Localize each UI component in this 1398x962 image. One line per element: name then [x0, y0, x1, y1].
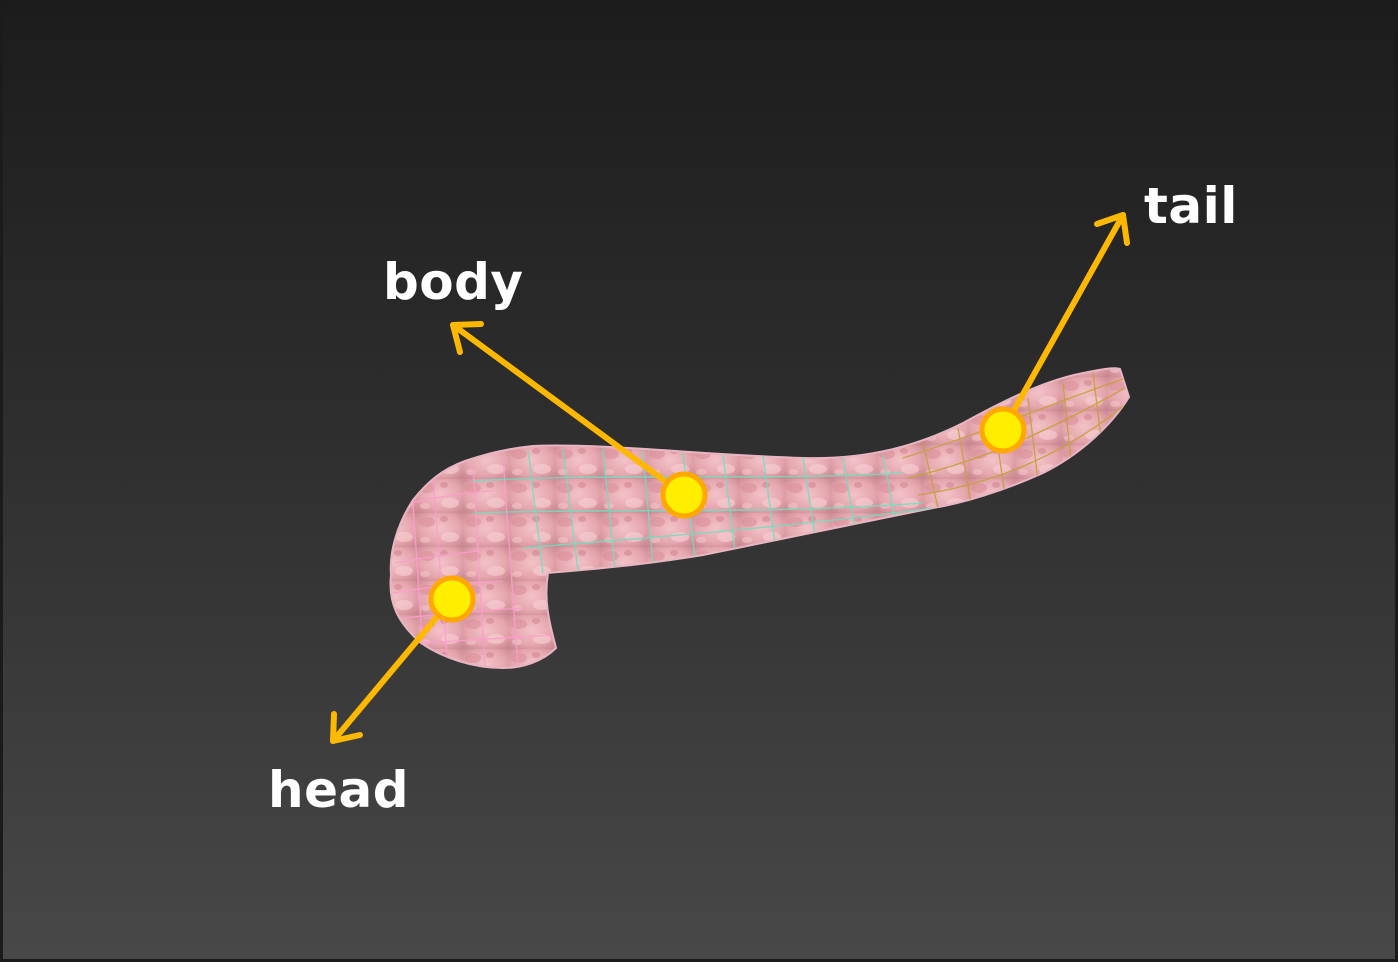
head-arrow: [333, 599, 452, 741]
head-label: head: [268, 765, 409, 815]
3d-viewport: tail body head: [3, 3, 1395, 959]
tail-label: tail: [1144, 181, 1238, 231]
head-marker: [431, 578, 473, 620]
tail-marker: [982, 409, 1024, 451]
body-marker: [663, 474, 705, 516]
pancreas-diagram: [3, 3, 1395, 959]
body-label: body: [383, 257, 524, 307]
